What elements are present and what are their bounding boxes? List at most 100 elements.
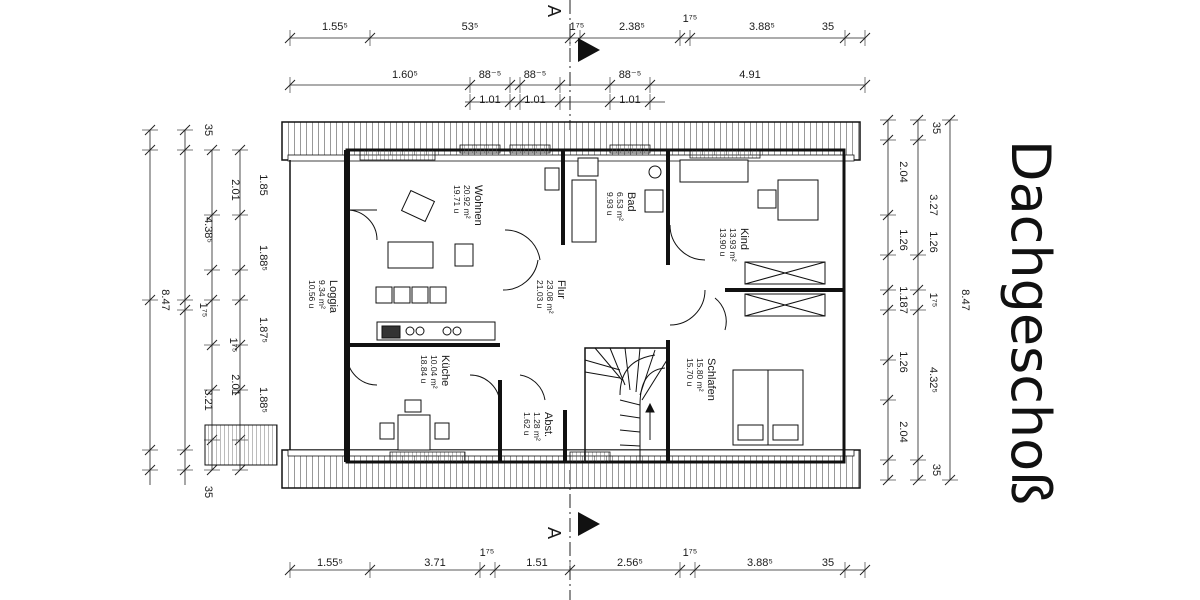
doors <box>346 209 727 406</box>
room-area: 19.71 u <box>452 185 462 214</box>
room-area: 13.90 u <box>718 228 728 257</box>
top-dimensions-row1: 1.55⁵ 53⁵ 1⁷⁵ 2.38⁵ 1⁷⁵ 3.88⁵ 35 <box>322 13 834 33</box>
room-area: 23.08 m² <box>545 280 555 314</box>
staircase <box>584 347 668 462</box>
room-area: 13.93 m² <box>728 228 738 262</box>
dimension-lines <box>149 37 951 571</box>
dim-label: 1⁷⁵ <box>683 13 698 25</box>
dim-label: 3.88⁵ <box>747 557 773 569</box>
section-mark-top: A <box>544 0 600 130</box>
dim-label: 1.26 <box>927 231 939 252</box>
room-area: 21.03 u <box>535 280 545 309</box>
dim-label: 88⁻⁵ <box>479 69 502 81</box>
dim-label: 35 <box>202 486 214 498</box>
dim-label: 2.38⁵ <box>619 21 645 33</box>
dim-label: 1.26 <box>897 229 909 250</box>
room-schlafen: Schlafen 15.80 m² 15.70 u <box>685 358 717 401</box>
drawing-title: Dachgeschoß <box>999 140 1062 505</box>
room-name: Bad <box>625 192 637 212</box>
dim-label: 1⁷⁵ <box>927 293 939 308</box>
room-name: Schlafen <box>705 358 717 401</box>
bottom-dimensions: 1.55⁵ 3.71 1⁷⁵ 1.51 2.56⁵ 1⁷⁵ 3.88⁵ 35 <box>317 547 834 569</box>
furniture <box>204 157 826 466</box>
room-area: 9.93 u <box>605 192 615 216</box>
room-wohnen: Wohnen 20.92 m² 19.71 u <box>452 185 484 226</box>
room-kueche: Küche 10.04 m² 18.84 u <box>419 355 451 389</box>
room-area: 1.28 m² <box>532 412 542 441</box>
left-dimensions: 8.47 3.21 35 35 4.38⁵ 1⁷⁵ 2.01 2.01 1.85… <box>159 124 269 498</box>
section-letter: A <box>544 5 564 17</box>
dim-label: 2.04 <box>897 421 909 442</box>
dim-label: 1⁷⁵ <box>570 21 585 33</box>
dim-label: 3.27 <box>927 194 939 215</box>
dim-label: 1⁷⁵ <box>197 303 209 318</box>
room-area: 15.80 m² <box>695 358 705 392</box>
dim-label: 1.51 <box>526 557 547 569</box>
dim-label: 1.01 <box>524 94 545 106</box>
dim-label: 1.87⁵ <box>257 317 269 343</box>
room-name: Küche <box>439 355 451 386</box>
dim-label: 35 <box>202 124 214 136</box>
room-loggia: Loggia 9.34 m² 10.56 u <box>307 280 339 314</box>
room-name: Flur <box>555 280 567 299</box>
dim-label: 4.32⁵ <box>927 367 939 393</box>
top-dimensions-row3: 1.01 1.01 1.01 <box>479 94 640 106</box>
section-mark-bottom: A <box>544 470 600 600</box>
room-area: 10.56 u <box>307 280 317 309</box>
room-labels: Wohnen 20.92 m² 19.71 u Bad 6.53 m² 9.93… <box>307 185 750 441</box>
room-area: 18.84 u <box>419 355 429 384</box>
dim-label: 1.85 <box>257 174 269 195</box>
dim-label: 8.47 <box>159 289 171 310</box>
dim-label: 1.88⁵ <box>257 387 269 413</box>
dim-label: 1.55⁵ <box>322 21 348 33</box>
room-kind: Kind 13.93 m² 13.90 u <box>718 228 750 262</box>
room-name: Wohnen <box>472 185 484 226</box>
room-area: 1.62 u <box>522 412 532 436</box>
section-arrow-icon <box>578 512 600 536</box>
dim-label: 1.01 <box>479 94 500 106</box>
windows <box>359 144 761 463</box>
dim-label: 1⁷⁵ <box>683 547 698 559</box>
dim-label: 1.01 <box>619 94 640 106</box>
room-area: 9.34 m² <box>317 280 327 309</box>
section-letter: A <box>544 527 564 539</box>
room-abst: Abst. 1.28 m² 1.62 u <box>522 412 554 441</box>
dim-label: 1.26 <box>897 351 909 372</box>
dim-label: 1⁷⁵ <box>227 338 239 353</box>
dim-label: 35 <box>822 21 834 33</box>
dim-label: 2.01 <box>229 374 241 395</box>
section-arrow-icon <box>578 38 600 62</box>
dim-label: 1⁷⁵ <box>480 547 495 559</box>
dim-label: 2.01 <box>229 179 241 200</box>
dim-label: 1.88⁵ <box>257 245 269 271</box>
dim-label: 1.187 <box>897 286 909 314</box>
room-area: 20.92 m² <box>462 185 472 219</box>
room-name: Loggia <box>327 280 339 314</box>
dim-label: 88⁻⁵ <box>524 69 547 81</box>
dim-label: 8.47 <box>959 289 971 310</box>
room-area: 15.70 u <box>685 358 695 387</box>
room-bad: Bad 6.53 m² 9.93 u <box>605 192 637 221</box>
room-area: 6.53 m² <box>615 192 625 221</box>
dim-label: 35 <box>822 557 834 569</box>
right-dimensions: 35 2.04 1.26 1.187 1.26 2.04 35 3.27 1.2… <box>897 122 971 476</box>
top-dimensions-row2: 1.60⁵ 88⁻⁵ 88⁻⁵ 88⁻⁵ 4.91 <box>392 69 761 81</box>
roof-eaves <box>281 121 861 489</box>
dim-label: 4.38⁵ <box>202 217 214 243</box>
dim-label: 4.91 <box>739 69 760 81</box>
dim-label: 2.04 <box>897 161 909 182</box>
dim-label: 88⁻⁵ <box>619 69 642 81</box>
room-area: 10.04 m² <box>429 355 439 389</box>
dim-label: 3.21 <box>202 389 214 410</box>
dim-label: 2.56⁵ <box>617 557 643 569</box>
dim-label: 3.71 <box>424 557 445 569</box>
dim-label: 3.88⁵ <box>749 21 775 33</box>
room-name: Abst. <box>542 412 554 437</box>
dim-label: 35 <box>930 122 942 134</box>
room-flur: Flur 23.08 m² 21.03 u <box>535 280 567 314</box>
dim-label: 35 <box>930 464 942 476</box>
dim-label: 1.60⁵ <box>392 69 418 81</box>
dim-label: 53⁵ <box>462 21 479 33</box>
room-name: Kind <box>738 228 750 250</box>
sofa <box>387 241 434 269</box>
